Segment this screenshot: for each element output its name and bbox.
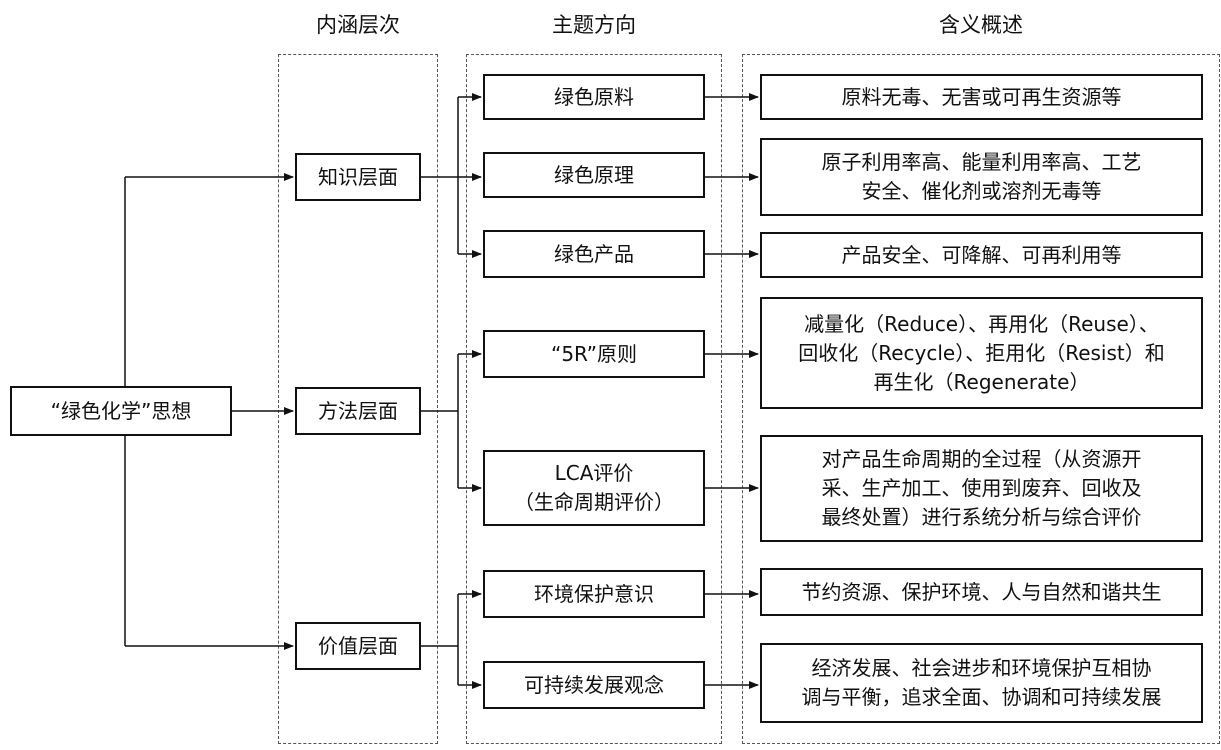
theme-label: LCA评价 （生命周期评价） — [514, 461, 674, 514]
theme-sustainable-development: 可持续发展观念 — [483, 661, 705, 709]
theme-green-products: 绿色产品 — [483, 230, 705, 278]
theme-label: 环境保护意识 — [534, 581, 654, 606]
meaning-text: 原料无毒、无害或可再生资源等 — [841, 84, 1122, 109]
theme-5r-principle: “5R”原则 — [483, 330, 705, 378]
meaning-text: 经济发展、社会进步和环境保护互相协 调与平衡，追求全面、协调和可持续发展 — [801, 656, 1162, 709]
theme-label: 绿色原理 — [554, 162, 634, 187]
level-method-box: 方法层面 — [295, 387, 421, 435]
meaning-green-products: 产品安全、可降解、可再利用等 — [760, 232, 1203, 278]
root-label: “绿色化学”思想 — [50, 398, 192, 423]
meaning-green-principles: 原子利用率高、能量利用率高、工艺 安全、催化剂或溶剂无毒等 — [760, 138, 1203, 216]
theme-green-principles: 绿色原理 — [483, 152, 705, 198]
level-method-label: 方法层面 — [318, 398, 398, 423]
level-value-box: 价值层面 — [295, 622, 421, 670]
meaning-environmental-awareness: 节约资源、保护环境、人与自然和谐共生 — [760, 568, 1203, 616]
theme-environmental-awareness: 环境保护意识 — [483, 570, 705, 618]
level-knowledge-label: 知识层面 — [318, 164, 398, 189]
meaning-text: 对产品生命周期的全过程（从资源开 采、生产加工、使用到废弃、回收及 最终处置）进… — [821, 447, 1142, 529]
levels-column-frame — [278, 54, 438, 744]
meaning-text: 产品安全、可降解、可再利用等 — [841, 242, 1122, 267]
meaning-green-raw-materials: 原料无毒、无害或可再生资源等 — [760, 74, 1203, 120]
meaning-text: 节约资源、保护环境、人与自然和谐共生 — [801, 579, 1162, 604]
root-node: “绿色化学”思想 — [10, 386, 232, 436]
meaning-5r-principle: 减量化（Reduce）、再用化（Reuse）、 回收化（Recycle）、拒用化… — [760, 297, 1203, 409]
meaning-text: 减量化（Reduce）、再用化（Reuse）、 回收化（Recycle）、拒用化… — [798, 311, 1165, 394]
theme-lca-evaluation: LCA评价 （生命周期评价） — [483, 450, 705, 526]
meanings-column-frame — [742, 54, 1220, 744]
theme-label: 可持续发展观念 — [524, 672, 664, 697]
theme-label: 绿色原料 — [554, 84, 634, 109]
meaning-text: 原子利用率高、能量利用率高、工艺 安全、催化剂或溶剂无毒等 — [821, 150, 1142, 203]
theme-label: “5R”原则 — [550, 341, 638, 366]
level-knowledge-box: 知识层面 — [295, 153, 421, 201]
themes-column-frame — [466, 54, 722, 744]
theme-green-raw-materials: 绿色原料 — [483, 74, 705, 120]
header-themes: 主题方向 — [552, 13, 636, 37]
header-levels: 内涵层次 — [316, 13, 400, 37]
theme-label: 绿色产品 — [554, 241, 634, 266]
meaning-lca-evaluation: 对产品生命周期的全过程（从资源开 采、生产加工、使用到废弃、回收及 最终处置）进… — [760, 435, 1203, 542]
meaning-sustainable-development: 经济发展、社会进步和环境保护互相协 调与平衡，追求全面、协调和可持续发展 — [760, 643, 1203, 723]
header-meanings: 含义概述 — [939, 13, 1023, 37]
level-value-label: 价值层面 — [318, 633, 398, 658]
